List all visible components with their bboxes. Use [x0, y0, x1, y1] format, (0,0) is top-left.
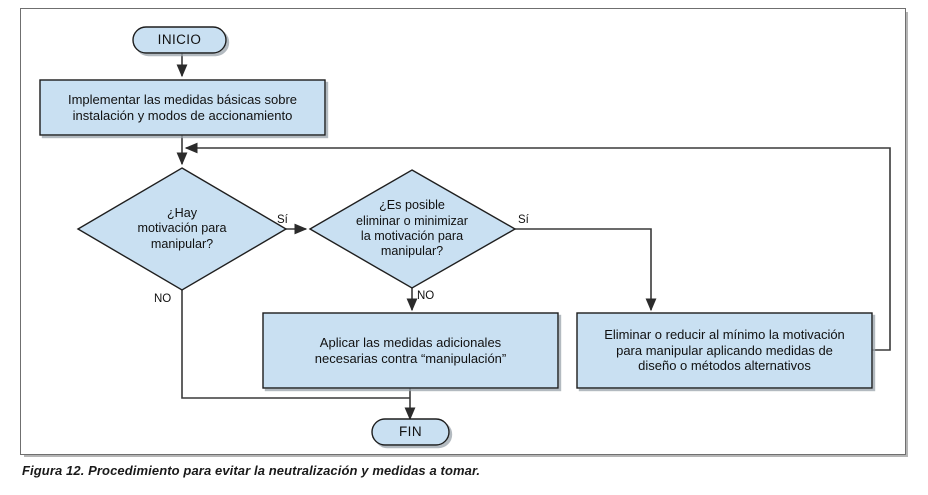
edge-decision2-si-to-eliminar-reducir	[515, 228, 657, 312]
edge-eliminar-reducir-feedback-to-decision1	[184, 142, 891, 351]
edge-label-eliminar-si: Sí	[518, 214, 529, 226]
edge-decision1-no-to-fin	[181, 290, 410, 399]
node-eliminar-reducir	[576, 312, 873, 389]
node-es-posible-eliminar	[308, 169, 517, 289]
flowchart-canvas	[39, 26, 891, 446]
edge-label-eliminar-no: NO	[417, 290, 435, 302]
node-medidas-adicionales	[262, 312, 559, 389]
node-fin	[371, 418, 450, 446]
figure-caption: Figura 12. Procedimiento para evitar la …	[22, 463, 481, 478]
node-hay-motivacion	[76, 167, 288, 291]
node-medidas-basicas	[39, 79, 326, 136]
edge-label-motivacion-si: Sí	[277, 214, 288, 226]
node-inicio	[132, 26, 227, 54]
edge-label-motivacion-no: NO	[154, 293, 172, 305]
